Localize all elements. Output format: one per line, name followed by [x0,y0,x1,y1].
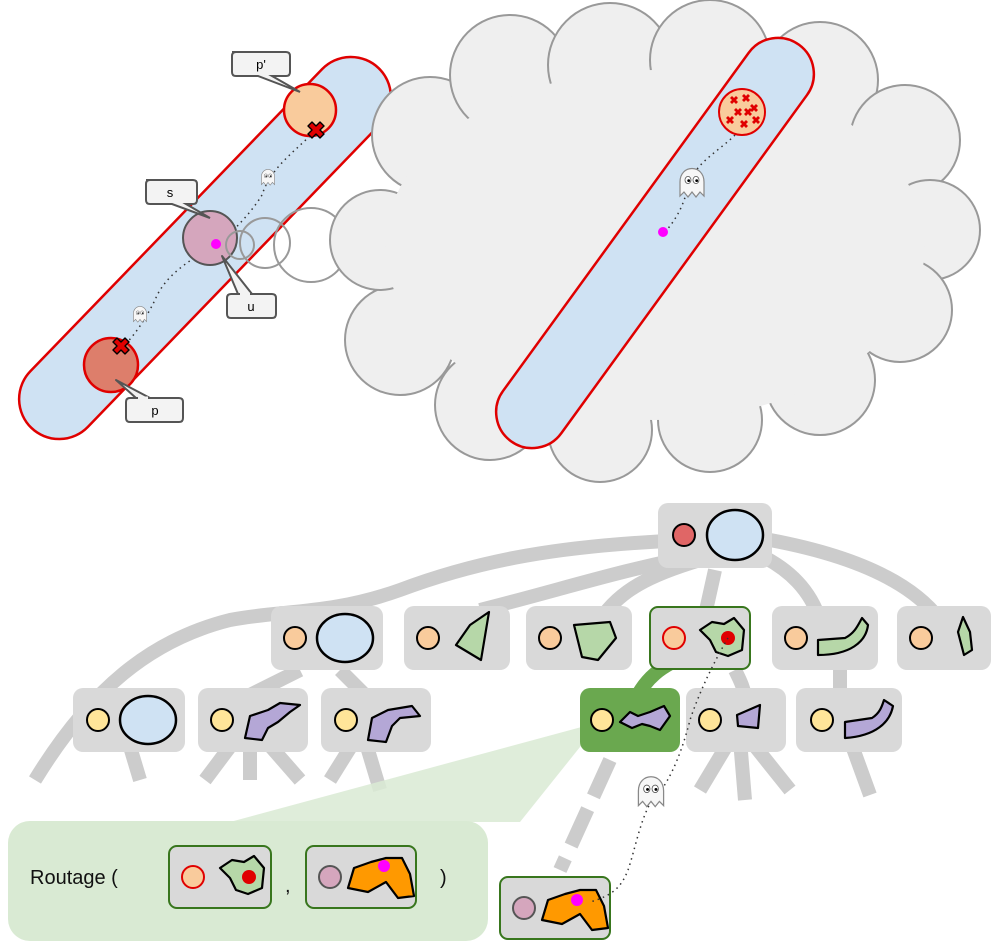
node-leaf-orange [499,876,611,940]
callout-p: p [115,379,184,423]
left-dotted-path [119,135,311,351]
cloud-ball-crossed [718,88,766,136]
callout-p-label: p [151,403,158,418]
caption: Routage ( , ) [30,845,447,909]
node-root [658,503,772,568]
node-l1-green-c [772,606,878,670]
node-l2-active [580,688,680,752]
ball-s [182,210,238,266]
cloud-magenta-point [658,227,668,237]
node-l1-green-b [526,606,632,670]
cloud-dotted-path [664,134,736,233]
callout-p-prime: p' [231,51,301,93]
caption-suffix: ) [440,867,447,889]
cloud-tube-group [494,36,816,450]
node-l2-purple-a [198,688,308,752]
node-l1-selected [649,606,751,670]
caption-beam [230,722,600,822]
ghost-icon [133,306,147,323]
ghost-icon [261,169,275,186]
node-l2-purple-d [796,688,902,752]
caption-node-a [168,845,272,909]
ball-p [82,336,140,394]
node-l2-blue [73,688,185,752]
node-l1-green-a [404,606,510,670]
callout-u: u [221,255,277,319]
ghost-icon [637,776,665,808]
caption-separator: , [285,875,291,897]
callout-u-label: u [247,299,254,314]
callout-s-label: s [167,185,174,200]
caption-node-b [305,845,417,909]
left-tube-group: p' s u p [17,51,393,441]
ghost-icon [679,167,705,198]
node-l2-purple-b [321,688,431,752]
tree-nodes [73,503,991,940]
caption-prefix: Routage ( [30,867,118,889]
callout-s: s [145,179,211,219]
node-l1-blue [271,606,383,670]
node-l1-green-d [897,606,991,670]
magenta-point-u [211,239,221,249]
cloud-corridor-tube [494,36,816,450]
node-l2-purple-c [686,688,786,752]
callout-p-prime-label: p' [256,57,266,72]
